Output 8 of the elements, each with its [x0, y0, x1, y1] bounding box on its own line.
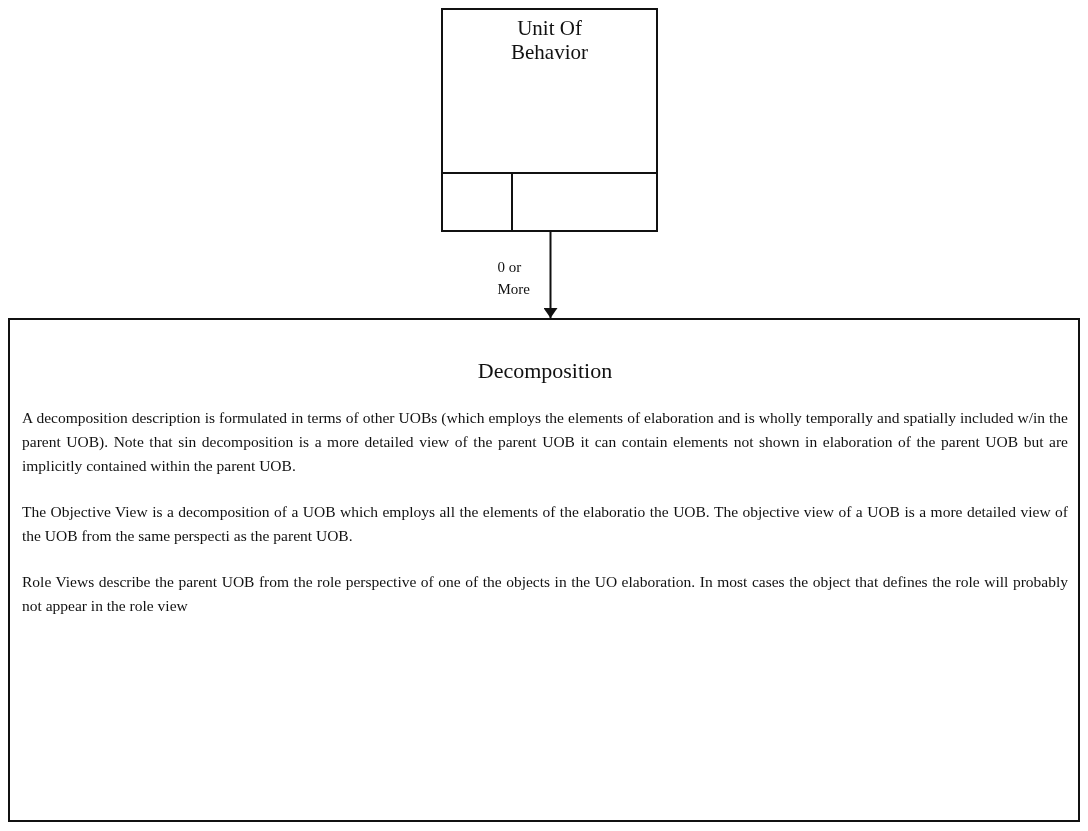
paragraph: The Objective View is a decomposition of a UOB which employs all the elements of the elaboratio the UOB. The objective view of a UOB is a more detailed view of the UOB from the same perspecti as the parent UOB. [22, 502, 1068, 546]
paragraph: A decomposition description is formulated in terms of other UOBs (which employs the elements of elaboration and is wholly temporally and spatially included w/in the parent UOB). Note that sin decomposition is a more detailed view of the parent UOB it can contain elements not shown in elaboration of the parent UOB but are implicitly contained within the parent UOB. [22, 408, 1068, 476]
description-panel [8, 318, 1080, 822]
paragraph: Role Views describe the parent UOB from the role perspective of one of the objects in the UO elaboration. In most cases the object that defines the role will probably not appear in the role view [22, 572, 1068, 616]
panel-heading: Decomposition [476, 358, 614, 384]
box-title: Unit Of Behavior [510, 15, 589, 64]
unit-box [441, 8, 658, 232]
arrow [543, 231, 558, 319]
